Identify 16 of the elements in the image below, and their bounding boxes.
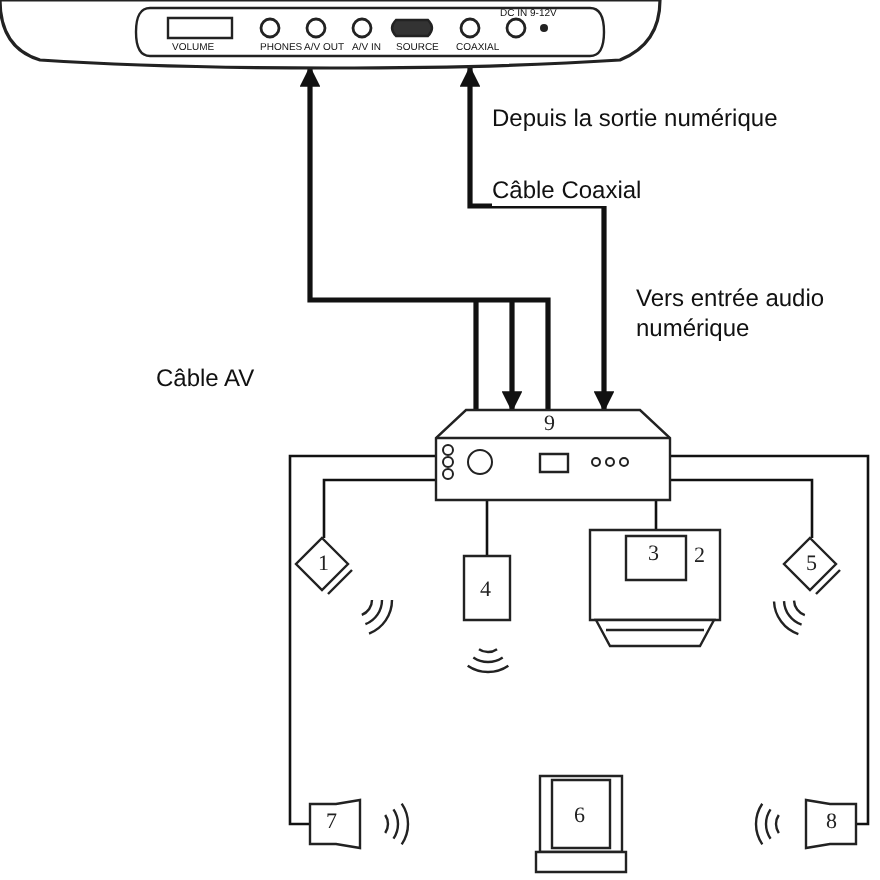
edge-label: Câble Coaxial (492, 176, 642, 206)
callout-number: 5 (806, 554, 817, 576)
speaker-wire (322, 478, 436, 538)
speaker-wire (288, 454, 436, 826)
cable (459, 65, 615, 413)
note-text: Vers entrée audio numérique (636, 284, 827, 344)
armchair-drawing (536, 776, 626, 872)
callout-number: 9 (544, 414, 555, 436)
callout-number: 1 (318, 554, 329, 576)
speaker-wire (485, 500, 489, 556)
callout-number: 6 (574, 806, 585, 828)
note-text: Depuis la sortie numérique (492, 104, 780, 134)
speaker-wire (670, 454, 870, 826)
speaker-wire (670, 478, 814, 538)
cable (299, 65, 551, 413)
callout-number: 2 (694, 546, 705, 568)
